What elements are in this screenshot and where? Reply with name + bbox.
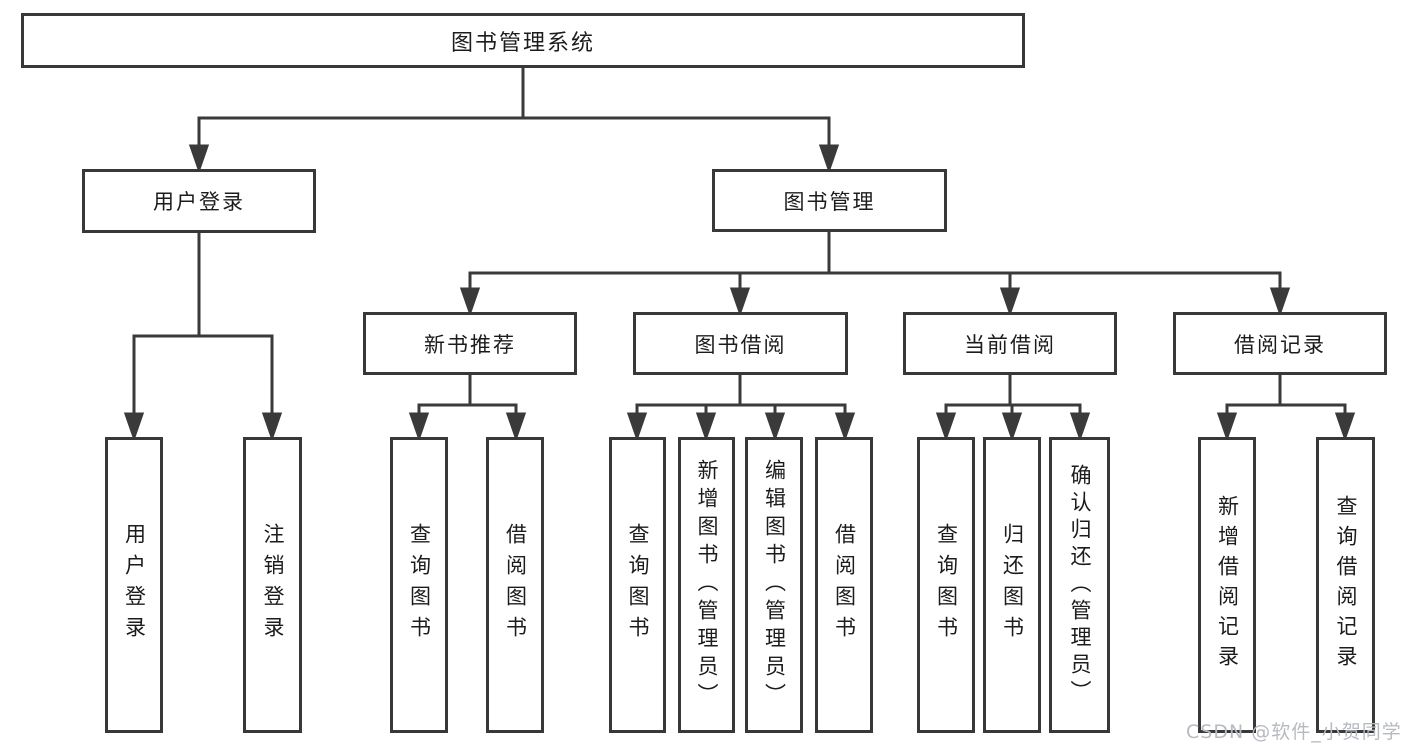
arrowhead-icon — [505, 412, 527, 442]
node-current-borrow: 当前借阅 — [903, 312, 1117, 375]
node-label: 图书管理 — [783, 189, 876, 214]
arrowhead-icon — [999, 287, 1021, 317]
node-leaf-recommend-query-books: 查询图书 — [390, 437, 448, 733]
connector-recommend-to-leaves — [408, 375, 527, 442]
arrowhead-icon — [935, 412, 957, 442]
node-label: 借阅记录 — [1234, 332, 1326, 357]
node-system-root: 图书管理系统 — [21, 13, 1025, 68]
arrowhead-icon — [764, 412, 786, 442]
node-leaf-confirm-return-admin: 确认归还（管理员） — [1049, 437, 1110, 733]
node-leaf-recommend-borrow-books: 借阅图书 — [486, 437, 544, 733]
connector-borrow-to-leaves — [626, 375, 856, 442]
arrowhead-icon — [695, 412, 717, 442]
node-leaf-add-borrow-record: 新增借阅记录 — [1198, 437, 1256, 733]
node-label: 新书推荐 — [424, 332, 516, 357]
arrowhead-icon — [1069, 412, 1091, 442]
node-label: 归还图书 — [1000, 523, 1025, 647]
node-label: 图书借阅 — [694, 332, 787, 357]
node-leaf-logout: 注销登录 — [243, 437, 302, 733]
node-label: 确认归还（管理员） — [1068, 463, 1092, 707]
arrowhead-icon — [818, 144, 840, 174]
connector-records-to-leaves — [1216, 375, 1356, 442]
connector-user-login-to-leaves — [123, 233, 283, 442]
arrowhead-icon — [729, 287, 751, 317]
arrowhead-icon — [626, 412, 648, 442]
arrowhead-icon — [408, 412, 430, 442]
arrowhead-icon — [1269, 287, 1291, 317]
node-label: 新增图书（管理员） — [695, 459, 719, 711]
connector-root-to-level2 — [188, 68, 840, 174]
node-borrow-records: 借阅记录 — [1173, 312, 1387, 375]
node-user-login: 用户登录 — [82, 169, 316, 233]
node-leaf-add-books-admin: 新增图书（管理员） — [678, 437, 735, 733]
node-label: 当前借阅 — [964, 332, 1056, 357]
arrowhead-icon — [188, 144, 210, 174]
node-leaf-return-books: 归还图书 — [983, 437, 1041, 733]
node-label: 用户登录 — [122, 523, 147, 647]
node-label: 查询图书 — [934, 523, 959, 647]
node-leaf-borrow-borrow-books: 借阅图书 — [815, 437, 873, 733]
node-leaf-borrow-query-books: 查询图书 — [609, 437, 666, 733]
node-label: 查询借阅记录 — [1334, 495, 1358, 675]
node-leaf-user-login: 用户登录 — [105, 437, 163, 733]
arrowhead-icon — [123, 412, 145, 442]
node-label: 注销登录 — [261, 523, 285, 647]
node-leaf-edit-books-admin: 编辑图书（管理员） — [745, 437, 803, 733]
csdn-watermark: CSDN @软件_小贺同学 — [1186, 721, 1402, 743]
node-label: 借阅图书 — [832, 523, 857, 647]
node-leaf-query-borrow-record: 查询借阅记录 — [1316, 437, 1375, 733]
arrowhead-icon — [1334, 412, 1356, 442]
node-label: 查询图书 — [626, 523, 650, 647]
connector-current-to-leaves — [935, 375, 1091, 442]
arrowhead-icon — [834, 412, 856, 442]
arrowhead-icon — [459, 287, 481, 317]
node-label: 图书管理系统 — [450, 30, 595, 56]
node-label: 新增借阅记录 — [1215, 495, 1240, 675]
node-book-borrow: 图书借阅 — [633, 312, 848, 375]
arrowhead-icon — [1216, 412, 1238, 442]
node-book-management: 图书管理 — [712, 169, 947, 232]
arrowhead-icon — [261, 412, 283, 442]
connector-book-management-to-level3 — [459, 232, 1291, 317]
node-label: 借阅图书 — [503, 523, 528, 647]
arrowhead-icon — [1001, 412, 1023, 442]
node-label: 用户登录 — [153, 190, 245, 214]
node-label: 查询图书 — [407, 523, 432, 647]
node-leaf-current-query-books: 查询图书 — [917, 437, 975, 733]
node-new-book-recommend: 新书推荐 — [363, 312, 577, 375]
node-label: 编辑图书（管理员） — [762, 459, 787, 711]
